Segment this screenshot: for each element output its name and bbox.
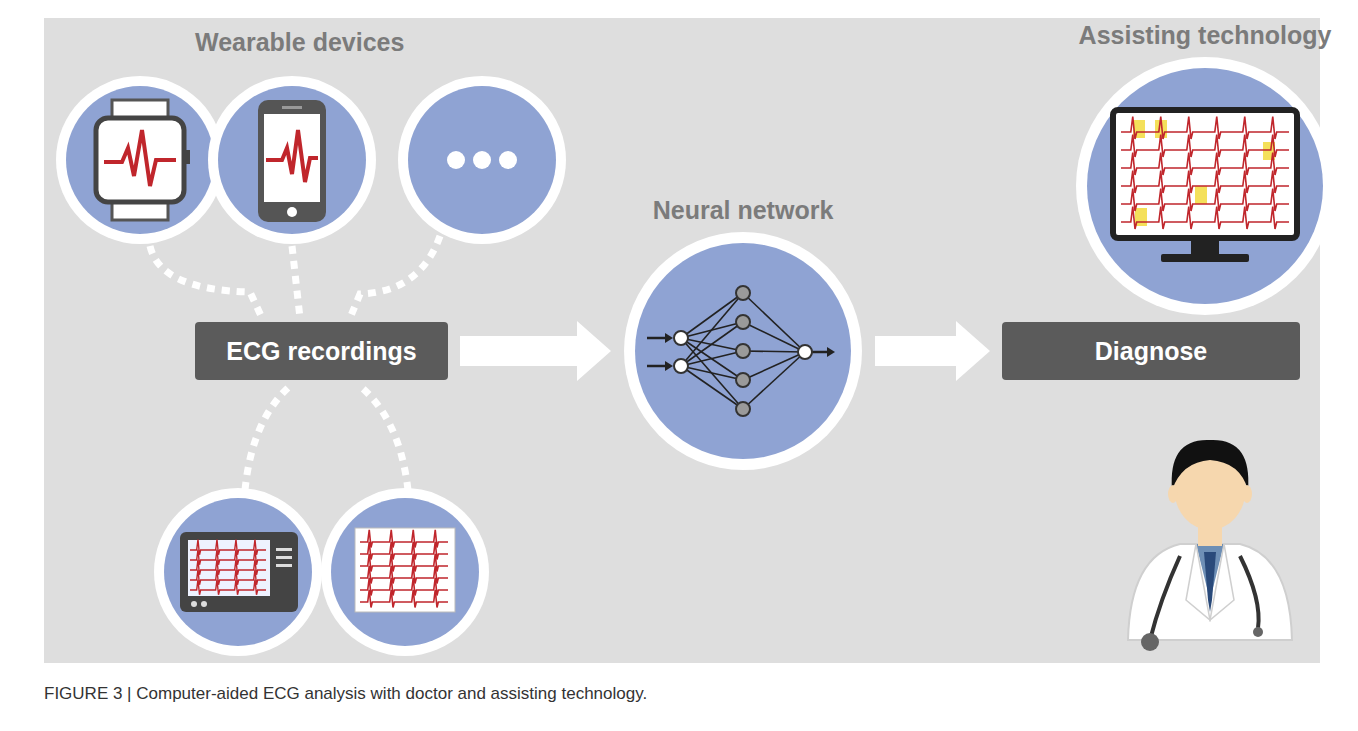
process-box: ECG recordings — [195, 322, 448, 380]
circle-heading: Assisting technology — [1079, 21, 1332, 50]
panel — [44, 18, 1320, 663]
assisting-technology-circle: Assisting technology — [1075, 56, 1335, 316]
smartphone-icon — [258, 100, 326, 222]
dashed-links — [150, 236, 440, 490]
figure-caption: FIGURE 3 | Computer-aided ECG analysis w… — [44, 684, 647, 704]
smartwatch-icon — [96, 100, 190, 220]
ecg-paper-icon — [355, 528, 455, 612]
process-box: Diagnose — [1002, 322, 1300, 380]
ecg-machine-icon — [180, 532, 298, 612]
circle-outline — [623, 231, 863, 471]
group-heading: Wearable devices — [195, 28, 404, 57]
box-label: ECG recordings — [226, 337, 416, 366]
block-arrow — [460, 321, 611, 381]
doctor-figure — [1128, 440, 1292, 651]
more-devices-dots — [447, 151, 517, 169]
circle-outline — [1075, 56, 1335, 316]
block-arrow — [875, 321, 990, 381]
neural-network-circle: Neural network — [623, 231, 863, 471]
circle-heading: Neural network — [653, 196, 834, 225]
box-label: Diagnose — [1095, 337, 1208, 366]
